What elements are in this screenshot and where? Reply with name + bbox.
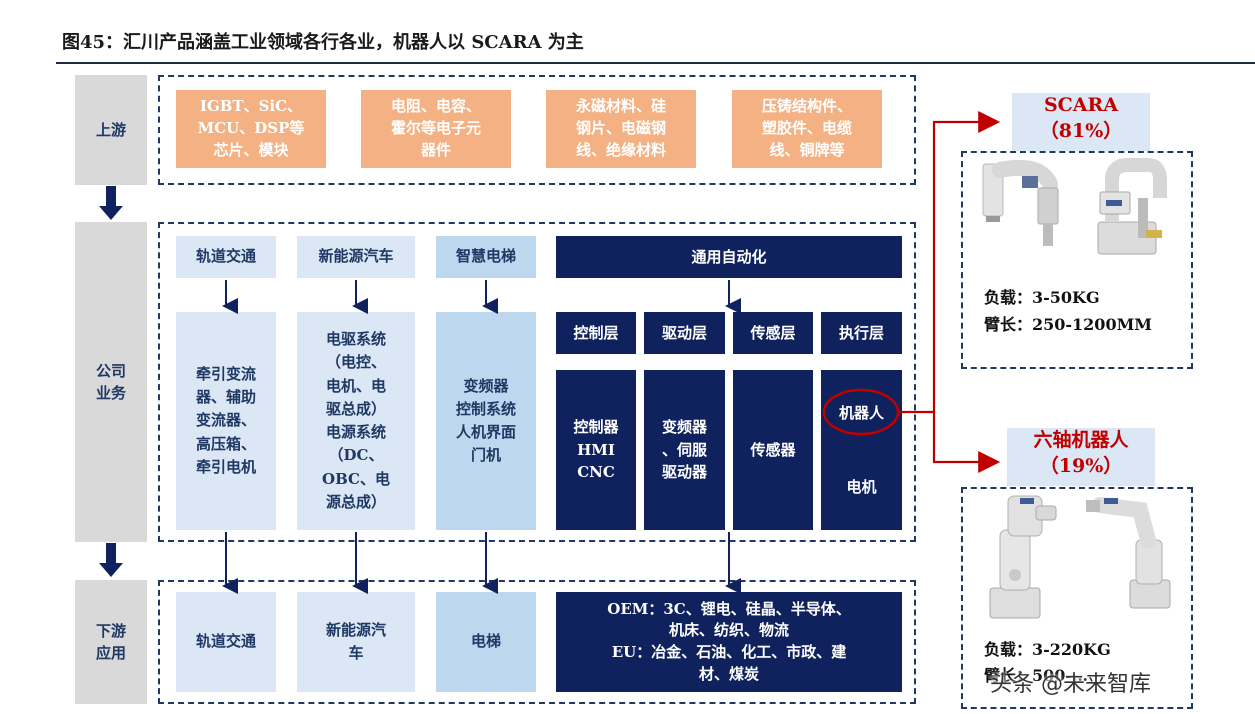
arrow-to-six-axis	[932, 412, 1001, 473]
six-axis-spec-load: 负载：3-220KG	[984, 640, 1111, 659]
body-rail: 牵引变流 器、辅助 变流器、 高压箱、 牵引电机	[176, 312, 276, 530]
body-elevator: 变频器 控制系统 人机界面 门机	[436, 312, 536, 530]
product-drive: 变频器 、伺服 驱动器	[644, 370, 725, 530]
watermark: 头条 @未来智库	[990, 672, 1151, 697]
robot-label: 机器人	[838, 403, 884, 422]
scara-card	[961, 151, 1193, 369]
upstream-materials: 永磁材料、硅 钢片、电磁钢 线、绝缘材料	[546, 90, 696, 168]
motor-label: 电机	[846, 477, 877, 496]
six-axis-robot-image-2	[1086, 497, 1171, 609]
six-axis-robot-image-1	[989, 495, 1057, 619]
row-label-upstream: 上游	[75, 75, 147, 185]
downstream-automation: OEM：3C、锂电、硅晶、半导体、 机床、纺织、物流 EU：冶金、石油、化工、市…	[556, 592, 902, 692]
body-nev: 电驱系统 （电控、 电机、电 驱总成） 电源系统 （DC、 OBC、电 源总成）	[297, 312, 415, 530]
product-sensor: 传感器	[733, 370, 813, 530]
layer-drive: 驱动层	[644, 312, 725, 354]
header-rail: 轨道交通	[176, 236, 276, 278]
figure-title: 图45：汇川产品涵盖工业领域各行各业，机器人以 SCARA 为主	[62, 32, 584, 53]
layer-sensing: 传感层	[733, 312, 813, 354]
downstream-rail: 轨道交通	[176, 592, 276, 692]
arrow-to-scara	[898, 111, 1001, 414]
upstream-container	[158, 75, 916, 185]
downstream-elevator: 电梯	[436, 592, 536, 692]
downstream-container	[158, 580, 916, 704]
layer-control: 控制层	[556, 312, 636, 354]
product-controller: 控制器 HMI CNC	[556, 370, 636, 530]
scara-spec-load: 负载：3-50KG	[984, 288, 1100, 307]
scara-robot-image-1	[982, 159, 1059, 246]
layer-execution: 执行层	[821, 312, 902, 354]
scara-title: SCARA （81%）	[1012, 93, 1150, 151]
row-arrow-1	[99, 186, 123, 220]
row-label-company: 公司 业务	[75, 222, 147, 542]
header-automation: 通用自动化	[556, 236, 902, 278]
row-arrow-2	[99, 543, 123, 577]
six-axis-card	[961, 487, 1193, 709]
robot-highlight-circle	[822, 388, 900, 436]
upstream-chips: IGBT、SiC、 MCU、DSP等 芯片、模块	[176, 90, 326, 168]
header-nev: 新能源汽车	[297, 236, 415, 278]
six-axis-spec-arm: 臂长：500-…	[984, 666, 1089, 685]
upstream-components: 电阻、电容、 霍尔等电子元 器件	[361, 90, 511, 168]
row-label-downstream: 下游 应用	[75, 580, 147, 704]
scara-spec-arm: 臂长：250-1200MM	[984, 315, 1152, 334]
downstream-nev: 新能源汽 车	[297, 592, 415, 692]
scara-robot-image-2	[1097, 158, 1167, 255]
header-elevator: 智慧电梯	[436, 236, 536, 278]
title-rule	[56, 62, 1255, 64]
upstream-structural: 压铸结构件、 塑胶件、电缆 线、铜牌等	[732, 90, 882, 168]
six-axis-title: 六轴机器人 （19%）	[1007, 428, 1155, 486]
business-container	[158, 222, 916, 542]
